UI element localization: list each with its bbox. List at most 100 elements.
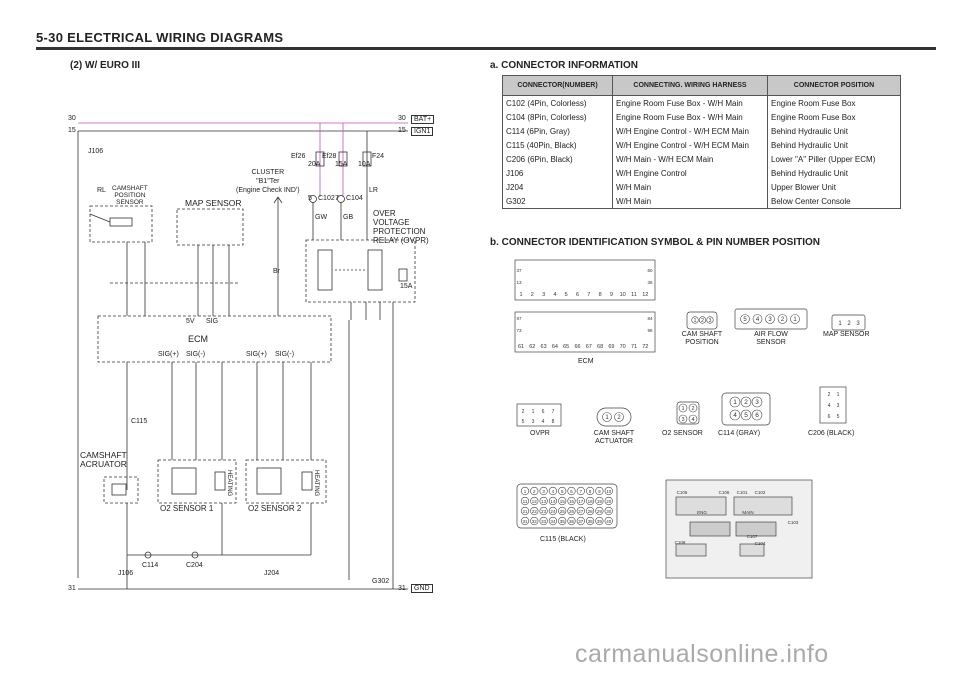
ovpr-connector <box>516 403 562 427</box>
pin-number: 8 <box>552 419 555 425</box>
header-divider <box>36 47 936 50</box>
o2-sensor-2-box <box>245 459 327 504</box>
ecm-pin-number: 9 <box>610 292 613 298</box>
ecm-pin-number: 62 <box>529 344 535 350</box>
c206-connector <box>819 386 847 424</box>
pin-circle <box>751 409 763 421</box>
pin-number: 12 <box>532 499 538 504</box>
map-sensor-box <box>176 208 244 246</box>
pin-number: 1 <box>605 415 609 421</box>
pin-circle <box>520 516 530 526</box>
ecm-box <box>97 315 332 363</box>
pin-number: 6 <box>755 412 759 419</box>
fuse-ef28-name: Ef28 <box>322 153 337 160</box>
ovpr-fuse-15a <box>398 268 408 282</box>
pin-number: 2 <box>522 409 525 415</box>
pin-number: 4 <box>828 403 831 409</box>
pin-number: 1 <box>838 321 842 327</box>
pin-number: 38 <box>588 519 594 524</box>
table-cell: Below Center Console <box>767 194 901 209</box>
pin-circle <box>678 403 688 413</box>
pin-number: 3 <box>856 321 860 327</box>
pin-number: 3 <box>542 489 545 494</box>
c114-connector <box>721 392 771 426</box>
o2-sensor-2-label: O2 SENSOR 2 <box>248 504 302 513</box>
rail-15-left: 15 <box>68 127 76 134</box>
fuse-box-label: ENG <box>697 510 707 515</box>
pin-number: 25 <box>560 509 566 514</box>
pin-circle <box>595 516 604 526</box>
ecm-pin-number: 1 <box>519 292 522 298</box>
pin-circle <box>530 486 539 496</box>
pin-number: 39 <box>597 519 603 524</box>
o2-sensor-2-element <box>256 467 282 495</box>
sig-plus-1: SIG(+) <box>158 351 179 358</box>
pin-number: 2 <box>828 392 831 398</box>
pin-circle <box>576 486 585 496</box>
pin-number: 37 <box>578 519 584 524</box>
cluster-label: CLUSTER "B1"Ter (Engine Check IND') <box>236 169 300 194</box>
pin-number: 4 <box>552 489 555 494</box>
table-row: C104 (8Pin, Colorless)Engine Room Fuse B… <box>502 110 901 124</box>
pin-circle <box>585 486 595 496</box>
pin-circle <box>790 314 800 324</box>
pin-circle <box>614 412 624 422</box>
ecm-pin-number: 4 <box>553 292 556 298</box>
map-sensor-connector <box>831 314 866 331</box>
ecm-side-number: 96 <box>647 328 653 333</box>
pin-number: 34 <box>550 519 556 524</box>
table-body: C102 (4Pin, Colorless)Engine Room Fuse B… <box>502 95 901 209</box>
table-cell: Upper Blower Unit <box>767 180 901 194</box>
air-flow-sensor-caption: AIR FLOW SENSOR <box>754 331 788 346</box>
ecm-pin-number: 66 <box>574 344 580 350</box>
fuse-f24-amps: 10A <box>358 161 371 168</box>
pin-circle <box>558 496 567 506</box>
pin-circle <box>688 403 698 413</box>
camshaft-actuator-box <box>103 476 139 504</box>
pin-number: 1 <box>793 317 797 323</box>
pin-circle <box>520 506 530 516</box>
ecm-label: ECM <box>188 334 208 344</box>
o2-sensor-caption: O2 SENSOR <box>662 430 703 437</box>
ecm-pin-number: 3 <box>542 292 545 298</box>
pin-number: 1 <box>524 489 527 494</box>
fuse-box-label: C101 <box>737 490 748 495</box>
map-sensor-label: MAP SENSOR <box>185 198 242 208</box>
pin-number: 21 <box>522 509 528 514</box>
rail-15-right: 15 <box>398 127 406 134</box>
ecm-pin-number: 68 <box>597 344 603 350</box>
ign1-tag: IGN1 <box>411 127 434 136</box>
pin-number: 7 <box>552 409 555 415</box>
table-cell: Engine Room Fuse Box <box>767 95 901 110</box>
pin-circle <box>548 506 558 516</box>
cam-shaft-position-connector <box>686 311 718 330</box>
fuse-box-label: C106 <box>719 490 730 495</box>
connector-info-title: a. CONNECTOR INFORMATION <box>490 60 638 71</box>
wire-gb: GB <box>343 214 354 221</box>
pin-circle <box>539 496 548 506</box>
ecm-pin-number: 2 <box>531 292 534 298</box>
pin-number: 1 <box>681 406 684 412</box>
fuse-ef28-amps: 15A <box>335 161 348 168</box>
pin-circle <box>602 412 612 422</box>
pin-circle <box>777 314 788 324</box>
pin-circle <box>567 506 576 516</box>
pin-number: 11 <box>523 499 528 504</box>
ecm-connector-lower <box>514 311 656 353</box>
ecm-connector-caption: ECM <box>578 358 594 365</box>
pin-circle <box>595 486 604 496</box>
pin-number: 18 <box>588 499 594 504</box>
fuse-box-label: C105 <box>677 490 688 495</box>
gnd-tag: GND <box>411 584 433 593</box>
pin-number: 6 <box>828 414 831 420</box>
ecm-pin-number: 71 <box>631 344 637 350</box>
pin-number: 19 <box>597 499 603 504</box>
pin-number: 26 <box>569 509 575 514</box>
pin-circle <box>595 496 604 506</box>
air-flow-sensor-connector <box>734 308 808 330</box>
sig-plus-2: SIG(+) <box>246 351 267 358</box>
diagram-subtitle: (2) W/ EURO III <box>70 60 140 71</box>
pin-circle <box>539 506 548 516</box>
pin-number: 36 <box>569 519 575 524</box>
